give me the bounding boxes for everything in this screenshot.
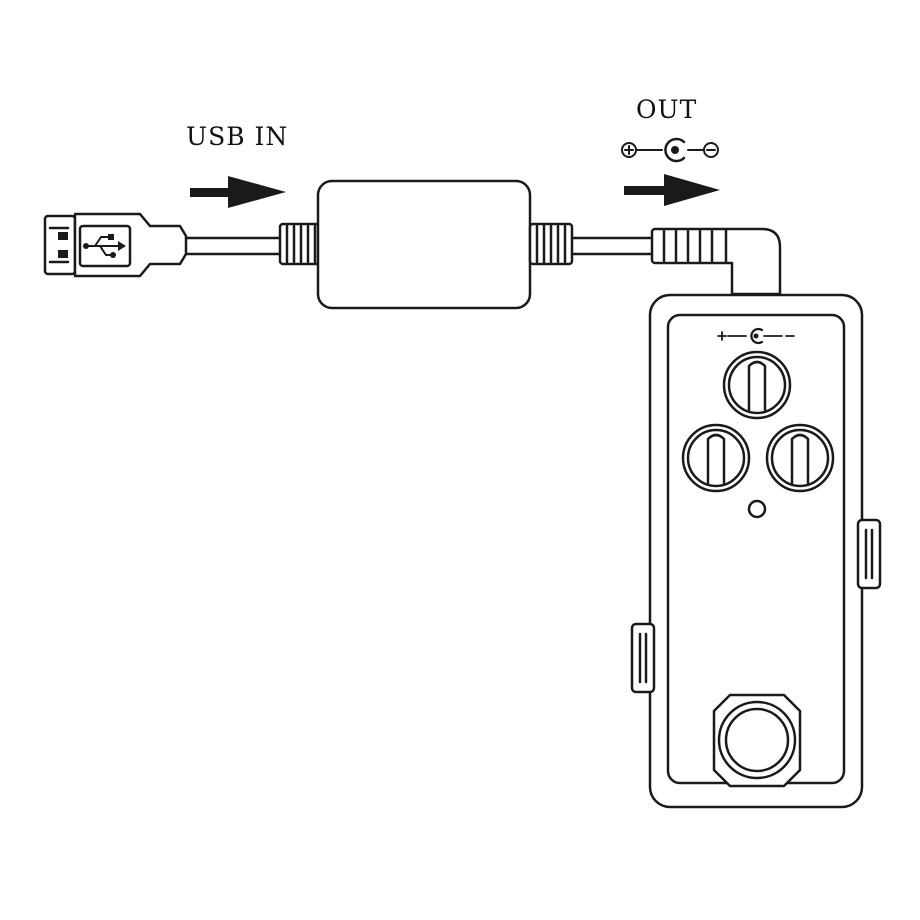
usb-symbol-icon [83, 234, 126, 258]
usb-cable [184, 236, 284, 256]
negative-terminal-icon [703, 142, 719, 158]
knob-top [722, 350, 792, 420]
guitar-pedal [630, 293, 882, 809]
pedal-polarity-marking [717, 327, 795, 345]
left-strain-relief [278, 222, 322, 266]
output-jack [630, 622, 656, 694]
usb-in-arrow [190, 176, 286, 208]
dc-plug [650, 227, 782, 296]
knob-right [765, 423, 835, 493]
out-polarity-symbol [621, 137, 719, 163]
footswitch [712, 693, 802, 788]
usb-plug [43, 212, 188, 278]
center-positive-connector-icon [664, 137, 686, 163]
out-arrow [624, 174, 720, 206]
converter-box [316, 179, 532, 310]
output-cable [570, 236, 654, 256]
input-jack [856, 518, 882, 590]
knob-left [681, 423, 751, 493]
usb-in-label: USB IN [186, 122, 289, 151]
right-strain-relief [528, 222, 574, 266]
status-led [747, 499, 767, 519]
out-label: OUT [636, 95, 698, 124]
